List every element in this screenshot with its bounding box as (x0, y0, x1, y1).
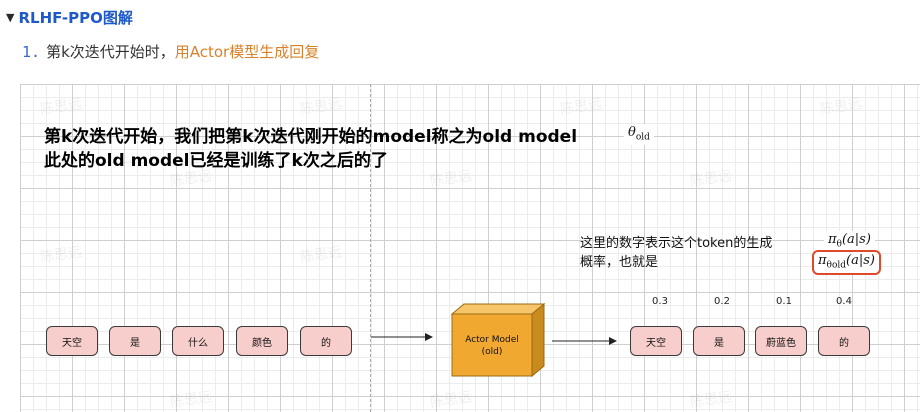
diagram-image: 陈思远 陈思远 陈思远 陈思远 陈思远 陈思远 陈思远 陈思远 陈思远 陈思远 … (20, 84, 920, 412)
pi-theta-old-formula: πθold(a|s) (812, 250, 881, 275)
diagram-arrows (371, 302, 617, 378)
input-token: 什么 (172, 326, 224, 356)
prob-label: 0.1 (776, 296, 792, 307)
step-item: 1. 第k次迭代开始时， 用Actor模型生成回复 (22, 41, 319, 62)
output-token: 的 (818, 326, 870, 356)
prob-label: 0.3 (652, 296, 668, 307)
input-token: 颜色 (236, 326, 288, 356)
input-token: 天空 (46, 326, 98, 356)
figure-caption-line2: 此处的old model已经是训练了k次之后的了 (44, 151, 388, 171)
output-token: 蔚蓝色 (755, 326, 807, 356)
step-highlight: 用Actor模型生成回复 (174, 43, 320, 61)
output-token: 天空 (630, 326, 682, 356)
dashed-divider (370, 84, 371, 412)
actor-model-cube-icon (450, 302, 546, 378)
input-token: 是 (109, 326, 161, 356)
collapse-triangle-icon[interactable]: ▼ (6, 10, 15, 24)
output-token: 是 (693, 326, 745, 356)
pi-theta-formula: πθ(a|s) (824, 231, 875, 252)
prob-label: 0.2 (714, 296, 730, 307)
input-token: 的 (300, 326, 352, 356)
theta-old-formula: θold (624, 124, 654, 145)
prob-label: 0.4 (836, 296, 852, 307)
section-heading[interactable]: ▼ RLHF-PPO图解 (6, 6, 133, 28)
step-text: 第k次迭代开始时， (46, 43, 175, 61)
note-line2: 概率，也就是 (580, 255, 659, 270)
step-number: 1. (22, 42, 41, 61)
note-line1: 这里的数字表示这个token的生成 (580, 236, 773, 251)
figure-caption-line1: 第k次迭代开始，我们把第k次迭代刚开始的model称之为old model (44, 127, 578, 147)
actor-model-label: Actor Model (old) (465, 335, 519, 357)
probability-note: 这里的数字表示这个token的生成 概率，也就是 (580, 234, 772, 272)
section-title: RLHF-PPO图解 (18, 8, 133, 27)
